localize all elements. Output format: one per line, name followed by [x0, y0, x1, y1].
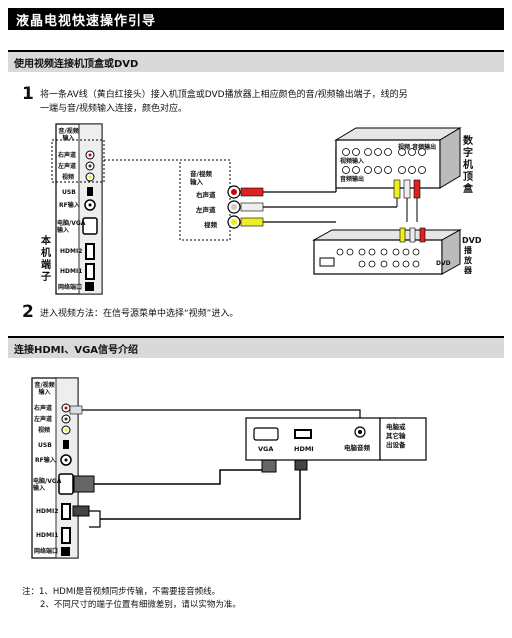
- stb-video-in-label: 视频输入: [340, 158, 365, 165]
- tv2-net-label: 网络端口: [34, 548, 59, 555]
- tv2-right-label: 右声道: [34, 405, 53, 412]
- tv1-hdmi2-label: HDMI2: [60, 248, 83, 255]
- tv1-net-label: 网络端口: [58, 284, 83, 291]
- stb-label: 数字机顶盒: [463, 136, 473, 195]
- tv2-pc-label: 电脑/VGA 输入: [33, 478, 62, 492]
- step1-line2: 一端与音/视频输入连接，颜色对应。: [40, 104, 188, 114]
- step2-number: 2: [22, 302, 34, 322]
- step1-line1: 将一条AV线（黄白红接头）接入机顶盒或DVD播放器上相应颜色的音/视频输出端子，…: [40, 90, 408, 100]
- pc-vga-label: VGA: [258, 445, 274, 453]
- tv1-video-label: 视频: [62, 174, 75, 181]
- tv1-left-label: 左声道: [58, 163, 77, 170]
- tv1-right-label: 右声道: [58, 152, 77, 159]
- tv1-usb-label: USB: [62, 189, 76, 196]
- note-line2: 2、不同尺寸的端子位置有细微差别，请以实物为准。: [40, 600, 241, 610]
- note-line1: 注：1、HDMI是音视频同步传输，不需要接音频线。: [22, 587, 221, 597]
- step1-number: 1: [22, 84, 34, 104]
- tv2-hdmi2-label: HDMI2: [36, 508, 59, 515]
- pc-device-label: 电脑或 其它输 出设备: [386, 423, 406, 449]
- step2-text: 进入视频方法：在信号源菜单中选择“视频”进入。: [40, 309, 239, 319]
- stb-av-out-label: 视频 音频输出: [398, 144, 437, 151]
- section-title-av: 使用视频连接机顶盒或DVD: [14, 59, 139, 70]
- page-title: 液晶电视快速操作引导: [16, 14, 157, 29]
- tv1-rf-label: RF输入: [59, 202, 80, 209]
- section-header-av: 使用视频连接机顶盒或DVD: [8, 50, 504, 72]
- tv2-hdmi1-label: HDMI1: [36, 532, 59, 539]
- tv2-av-in-label: 音/视频 输入: [34, 382, 55, 396]
- tv1-hdmi1-label: HDMI1: [60, 268, 83, 275]
- dvd-logo: DVD: [436, 260, 451, 267]
- callout-left: 左声道: [196, 206, 216, 214]
- section-title-hdmi: 连接HDMI、VGA信号介绍: [14, 345, 139, 356]
- tv2-rf-label: RF输入: [35, 457, 56, 464]
- dvd-label: DVD播放器: [462, 236, 482, 275]
- page-header: 液晶电视快速操作引导: [8, 8, 504, 30]
- pc-audio-label: 电脑音频: [344, 444, 370, 452]
- tv2-video-label: 视频: [38, 427, 51, 434]
- tv2-left-label: 左声道: [34, 416, 53, 423]
- callout-right: 右声道: [196, 191, 216, 199]
- callout-title: 音/视频 输入: [190, 170, 212, 186]
- callout-video: 视频: [204, 221, 217, 229]
- stb-audio-out-label: 音频输出: [340, 176, 365, 183]
- section-header-hdmi: 连接HDMI、VGA信号介绍: [8, 336, 504, 358]
- tv1-av-in-label: 音/视频 输入: [58, 128, 79, 142]
- tv1-pc-label: 电脑/VGA 输入: [57, 220, 86, 234]
- tv2-usb-label: USB: [38, 442, 52, 449]
- pc-hdmi-label: HDMI: [294, 445, 314, 453]
- local-terminal-label: 本机端子: [41, 236, 51, 283]
